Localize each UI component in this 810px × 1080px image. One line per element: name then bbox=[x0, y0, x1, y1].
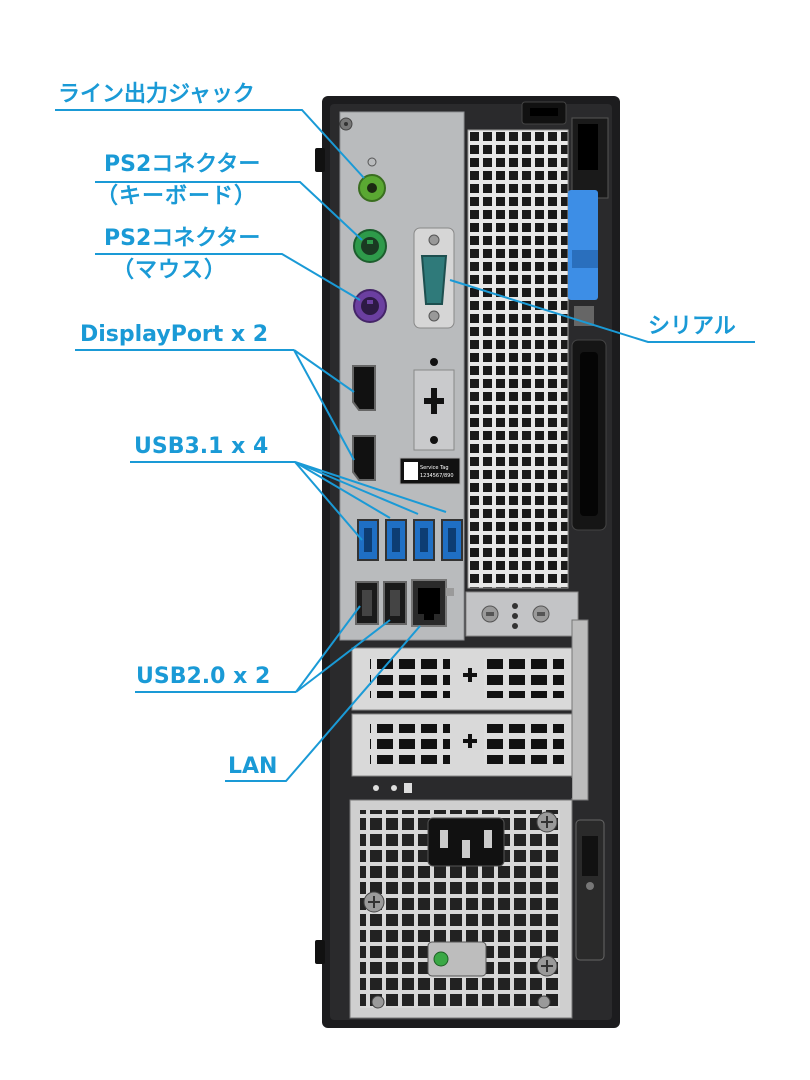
expansion-slot-2 bbox=[351, 713, 573, 777]
label-ps2-keyboard-sub: （キーボード） bbox=[96, 184, 258, 209]
expansion-slot-1 bbox=[351, 647, 573, 711]
power-led bbox=[433, 951, 449, 967]
displayport-2 bbox=[352, 435, 376, 481]
callout-line-usb20-1 bbox=[295, 605, 361, 693]
callout-line-audio bbox=[55, 109, 365, 179]
bottom-screw-left bbox=[371, 995, 385, 1009]
service-tag-line2: 1234567/890 bbox=[420, 473, 454, 479]
label-lan: LAN bbox=[228, 754, 278, 779]
displayport-1 bbox=[352, 365, 376, 411]
bottom-screw-right bbox=[537, 995, 551, 1009]
ps2-keyboard-port bbox=[353, 229, 387, 263]
callout-line-dp2 bbox=[293, 349, 355, 461]
label-ps2-mouse-sub: （マウス） bbox=[112, 258, 228, 283]
callout-lines bbox=[55, 109, 755, 782]
blank-plate bbox=[413, 358, 455, 451]
usb31-ports bbox=[357, 519, 463, 561]
usb20-ports bbox=[355, 581, 407, 625]
label-usb31: USB3.1 x 4 bbox=[134, 434, 269, 459]
label-serial: シリアル bbox=[648, 314, 736, 339]
release-tab bbox=[568, 190, 598, 300]
label-ps2-keyboard: PS2コネクター bbox=[104, 152, 261, 177]
callout-line-usb20-2 bbox=[295, 619, 391, 693]
label-displayport: DisplayPort x 2 bbox=[80, 322, 269, 347]
lan-port bbox=[411, 579, 454, 627]
top-handle bbox=[521, 101, 567, 125]
label-usb20: USB2.0 x 2 bbox=[136, 664, 271, 689]
callout-line-usb31-4 bbox=[294, 461, 447, 513]
callout-line-ps2-mouse bbox=[95, 253, 361, 301]
service-tag: Service Tag 1234567/890 bbox=[399, 457, 461, 485]
slot-bracket bbox=[571, 619, 589, 801]
callout-line-serial bbox=[449, 279, 755, 343]
lock-holes bbox=[350, 778, 572, 798]
callout-line-dp1 bbox=[293, 349, 355, 393]
main-vent bbox=[467, 129, 569, 589]
label-audio-line-out: ライン出力ジャック bbox=[58, 82, 255, 107]
callout-line-usb31-3 bbox=[294, 461, 419, 515]
vent-lower-panel bbox=[465, 591, 579, 637]
audio-line-out-jack bbox=[358, 157, 386, 202]
service-tag-line1: Service Tag bbox=[420, 465, 449, 471]
callout-line-lan bbox=[225, 625, 421, 782]
ps2-mouse-port bbox=[353, 289, 387, 323]
side-column bbox=[568, 117, 609, 531]
callout-line-ps2-keyboard bbox=[95, 181, 363, 241]
side-latch bbox=[575, 819, 605, 961]
power-supply bbox=[349, 799, 573, 1019]
callout-line-usb31-1 bbox=[294, 461, 363, 541]
serial-port bbox=[413, 227, 455, 329]
callout-line-usb31-2 bbox=[294, 461, 391, 519]
label-ps2-mouse: PS2コネクター bbox=[104, 226, 261, 251]
